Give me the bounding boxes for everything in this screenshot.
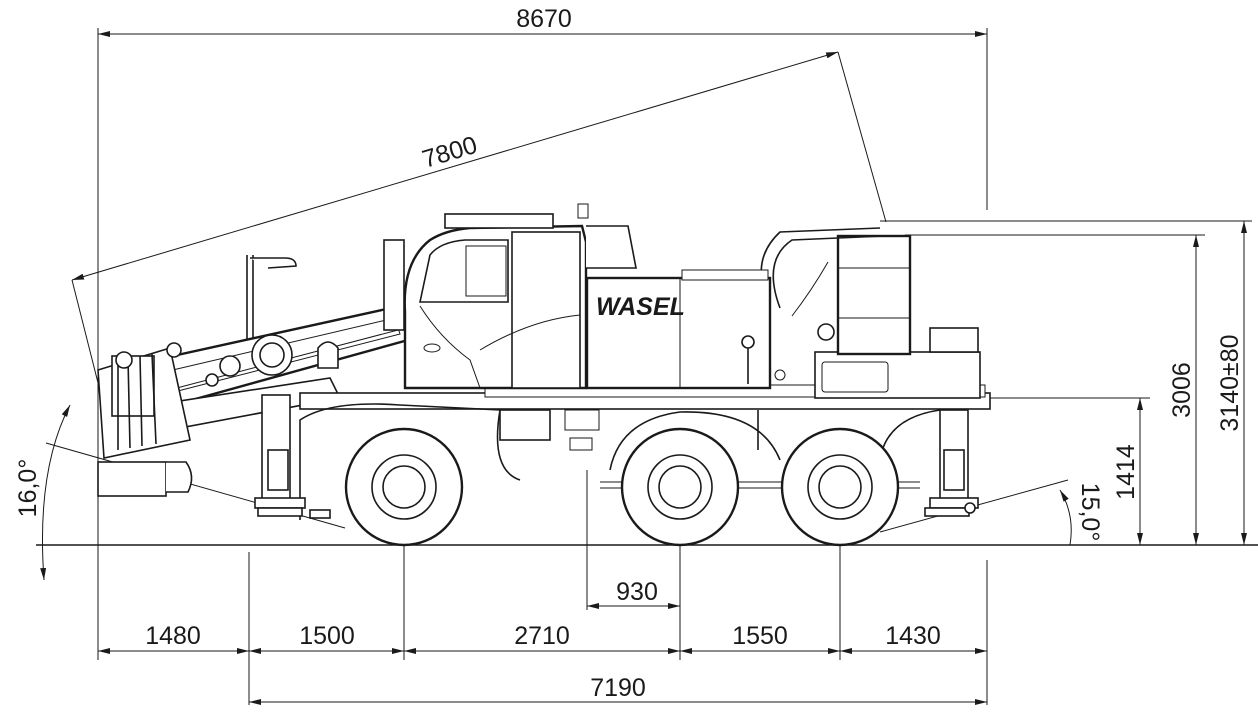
dim-front-axle: 1500	[299, 622, 355, 650]
brand-logo: WASEL	[596, 293, 685, 321]
outrigger-front	[254, 394, 331, 519]
dim-approach-angle: 16,0°	[14, 459, 42, 518]
dim-departure-angle: 15,0°	[1076, 483, 1104, 542]
outrigger-rear	[924, 409, 979, 517]
dim-chassis-length: 7190	[590, 674, 646, 702]
dim-overall-length: 8670	[516, 5, 572, 33]
wheel-front	[344, 427, 464, 547]
dim-cab-height: 3006	[1168, 362, 1196, 418]
telescopic-boom	[97, 255, 410, 497]
dim-axle-offset: 930	[616, 578, 658, 606]
dim-rear-overhang: 1430	[885, 622, 941, 650]
boom-head	[97, 342, 191, 459]
dim-frame-height: 1414	[1112, 444, 1140, 500]
dim-wheelbase: 2710	[514, 622, 570, 650]
wheel-rear	[780, 427, 900, 547]
dim-front-overhang: 1480	[145, 622, 201, 650]
boom-fittings	[205, 255, 339, 387]
dimension-labels: 8670 7800 1480 1500 2710 1550 1430 930 7…	[14, 5, 1244, 702]
operator-cab	[383, 203, 637, 390]
crane-body: WASEL	[299, 203, 991, 520]
dim-total-height: 3140±80	[1216, 334, 1244, 431]
front-plate	[97, 461, 193, 497]
dimension-lines	[40, 31, 1247, 705]
wheel-middle	[620, 427, 740, 547]
extension-lines	[36, 28, 1258, 705]
dim-rear-axle: 1550	[732, 622, 788, 650]
